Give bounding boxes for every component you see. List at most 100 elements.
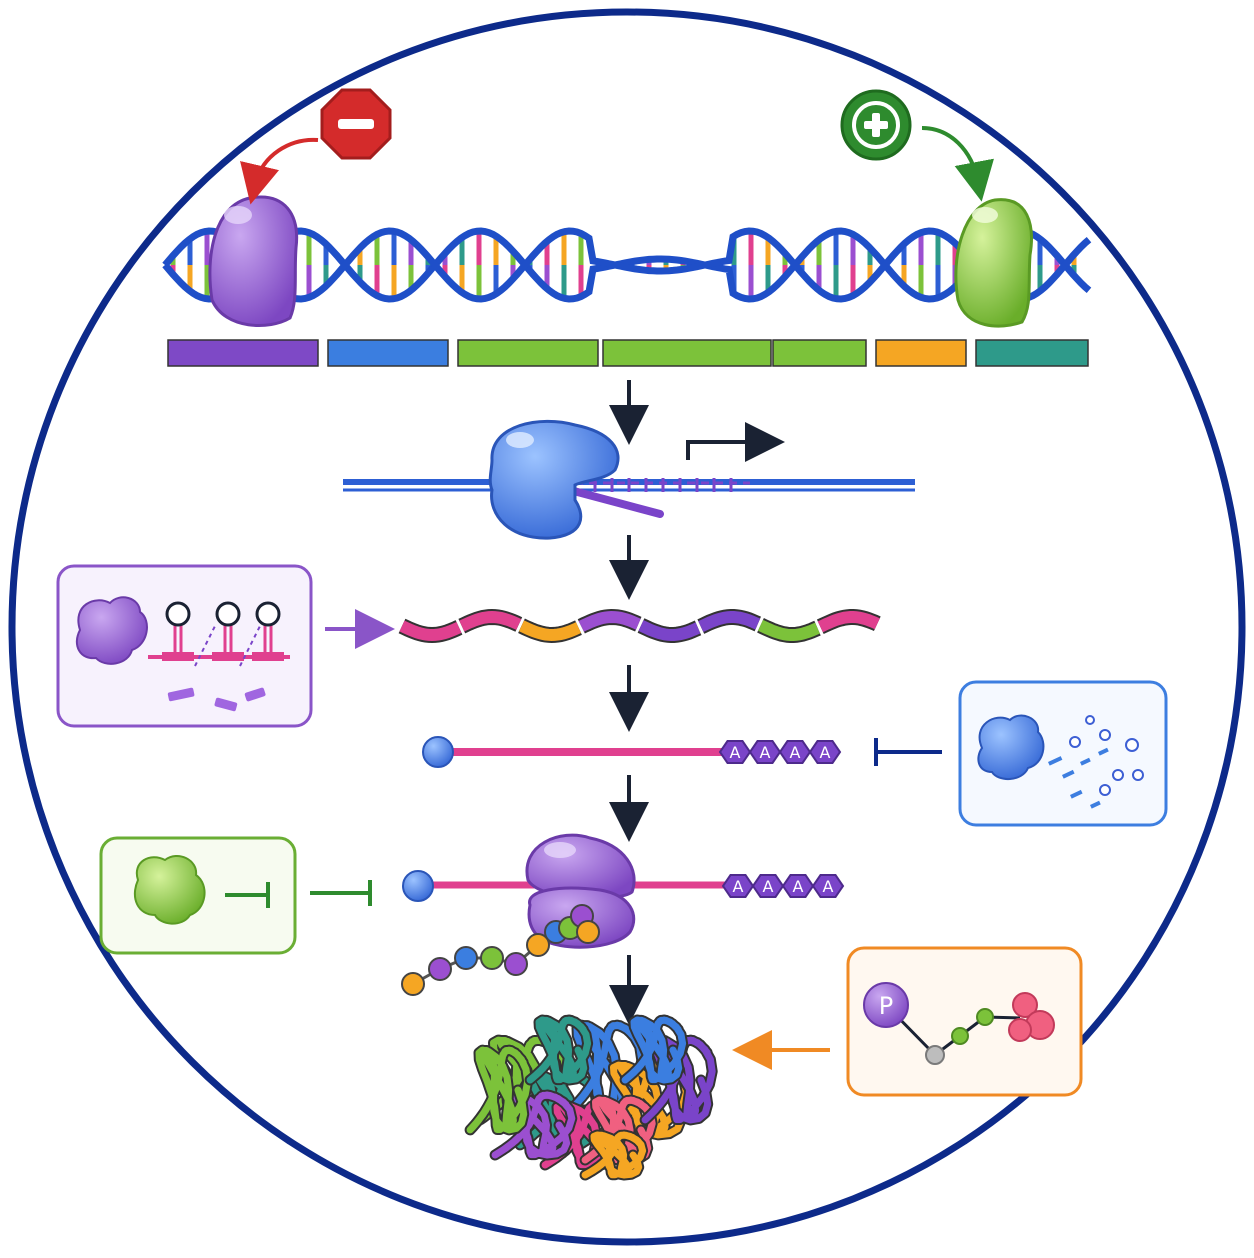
folded-protein	[464, 1014, 718, 1181]
amino-acid-bead	[526, 933, 550, 957]
decay-nucleotide	[1099, 729, 1111, 741]
polya-hexagon	[811, 874, 845, 898]
dna-strand-b	[162, 227, 1092, 303]
decay-nucleotide	[1099, 784, 1111, 796]
phospho-label: P	[879, 992, 893, 1020]
gene-regions-bar	[167, 339, 1089, 367]
phosphate-group	[863, 982, 909, 1028]
protein-coil	[581, 1096, 656, 1164]
post-translational-modification-box: P	[846, 946, 1083, 1097]
decay-nucleotide	[1069, 736, 1081, 748]
rna-polymerase	[488, 419, 620, 540]
protein-coil	[526, 1016, 592, 1084]
dna-strand-a	[162, 227, 1092, 303]
inhibitor-protein-blob	[133, 855, 206, 925]
mrna-segment	[638, 620, 701, 641]
amino-acid-bead	[401, 972, 425, 996]
five-prime-cap-2	[402, 870, 434, 902]
polya-hexagon	[718, 740, 752, 764]
hairpin-base	[212, 652, 244, 661]
five-prime-cap	[422, 736, 454, 768]
polya-label: A	[733, 877, 744, 896]
mirna-hairpins	[148, 601, 290, 667]
mrna-segment	[698, 611, 761, 633]
protein-coil	[621, 1016, 687, 1084]
nascent-rna-ticks	[575, 478, 750, 492]
modified-residue-cluster	[1008, 992, 1055, 1042]
translation-inhibitor-box	[99, 836, 297, 955]
hairpin-loop	[255, 601, 281, 627]
polya-hexagon	[751, 874, 785, 898]
mrna-decay-box	[958, 680, 1168, 827]
decay-fragment	[1048, 756, 1063, 766]
decay-fragments	[1048, 715, 1144, 809]
polya-label: A	[790, 743, 801, 762]
gene-segment	[167, 339, 319, 367]
amino-acid-bead	[428, 957, 452, 981]
mrna-segment	[817, 611, 880, 633]
polya-hexagon	[778, 740, 812, 764]
mrna-segment	[399, 620, 462, 642]
gene-segment	[457, 339, 599, 367]
mrna-segment	[757, 619, 820, 641]
polya-label: A	[823, 877, 834, 896]
activation-arrow	[921, 126, 994, 202]
decay-nucleotide	[1125, 738, 1139, 752]
decay-fragment	[1090, 800, 1101, 809]
decay-fragment	[1098, 747, 1109, 756]
hairpin-base	[162, 652, 194, 661]
polya-hexagon	[808, 740, 842, 764]
gene-segment	[772, 339, 867, 367]
decay-fragment	[1080, 757, 1091, 766]
gene-segment	[327, 339, 449, 367]
hairpin-loop	[215, 601, 241, 627]
decay-nucleotide	[1085, 715, 1095, 725]
protein-coil	[466, 1046, 532, 1134]
mirna-protein-blob	[75, 596, 148, 665]
mirna-fragments	[167, 687, 266, 712]
gene-segment	[975, 339, 1089, 367]
amino-acid-bead	[454, 946, 478, 970]
amino-acid-bead	[504, 952, 528, 976]
decay-fragment	[1070, 789, 1083, 799]
rna-transcript	[566, 486, 664, 518]
hairpin-loop	[165, 601, 191, 627]
polya-hexagon	[748, 740, 782, 764]
stop-minus-octagon-icon	[320, 88, 392, 160]
polya-label: A	[763, 877, 774, 896]
transcription-direction-arrow	[686, 422, 785, 462]
mrna-segment	[578, 610, 641, 632]
outer-circle-frame	[8, 8, 1246, 1246]
polya-label: A	[760, 743, 771, 762]
growing-polypeptide	[401, 904, 600, 996]
decay-nucleotide	[1132, 769, 1144, 781]
protein-coil	[581, 1131, 647, 1179]
hairpin-base	[252, 652, 284, 661]
polya-hexagon	[721, 874, 755, 898]
decay-nucleotide	[1112, 769, 1124, 781]
activator-protein	[954, 198, 1033, 328]
polya-hexagon	[781, 874, 815, 898]
polya-label: A	[730, 743, 741, 762]
mrna-wave	[398, 608, 881, 644]
transcription-stage	[343, 419, 915, 540]
polya-label: A	[820, 743, 831, 762]
plus-circle-icon	[840, 89, 912, 161]
polya-label: A	[793, 877, 804, 896]
gene-segment	[602, 339, 772, 367]
mrna-segment	[459, 610, 522, 632]
repressor-protein	[208, 195, 299, 327]
mrna-segment	[518, 620, 582, 642]
mirna-regulation-box	[56, 564, 313, 728]
gene-segment	[875, 339, 967, 367]
amino-acid-bead	[576, 920, 600, 944]
decay-fragment	[1061, 769, 1075, 779]
repression-arrow	[240, 137, 319, 205]
amino-acid-bead	[480, 946, 504, 970]
